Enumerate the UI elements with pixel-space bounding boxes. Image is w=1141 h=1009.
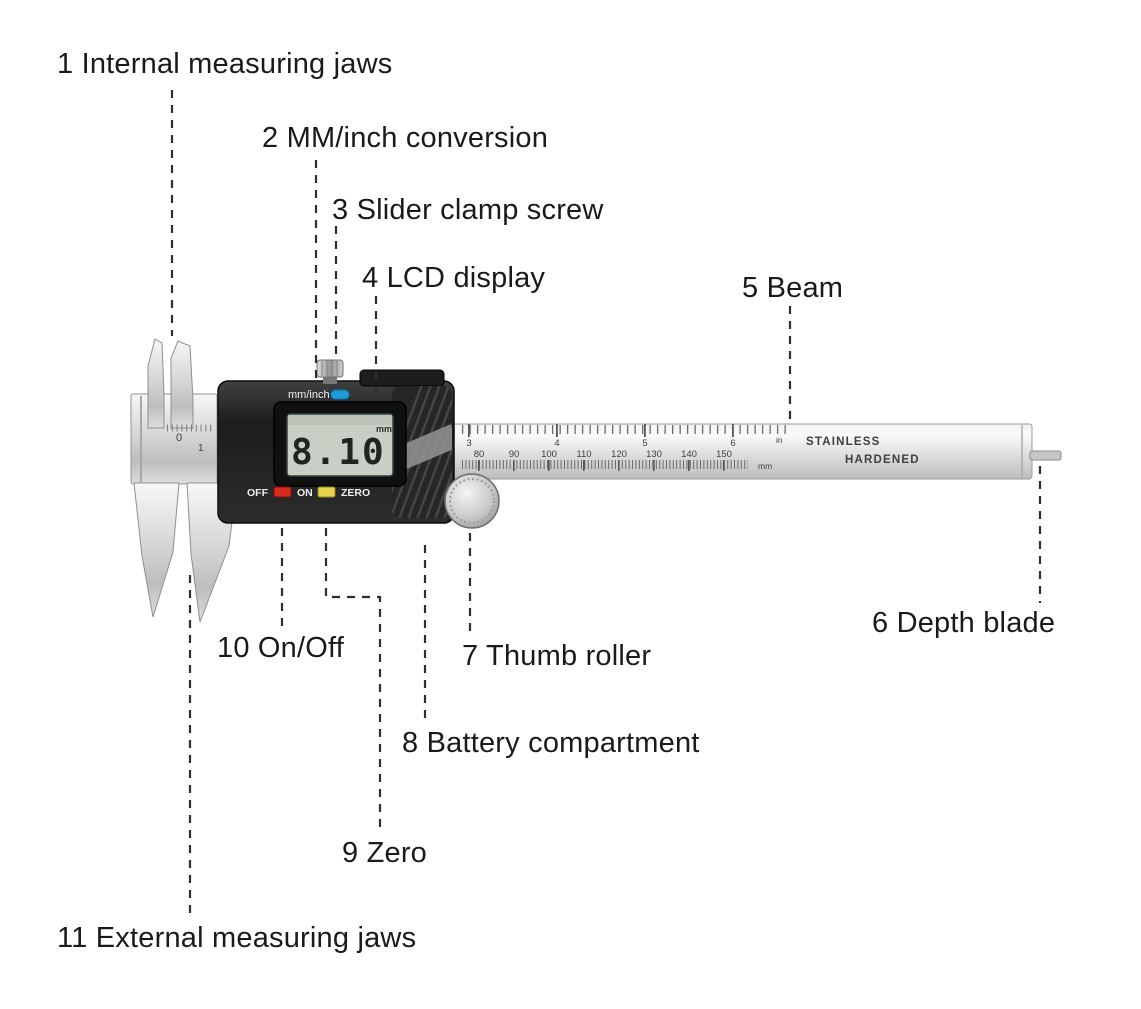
part-label-beam: 5 Beam xyxy=(742,272,844,304)
beam-engraving: STAINLESS HARDENED xyxy=(806,436,920,466)
depth-blade xyxy=(1029,450,1062,461)
internal-measuring-jaws xyxy=(147,338,194,429)
mm-number: 80 xyxy=(474,449,485,460)
vernier-scale: 0 1 xyxy=(167,424,214,454)
leader-line-9 xyxy=(324,528,382,833)
mm-unit: mm xyxy=(758,461,772,471)
mm-number: 140 xyxy=(681,449,697,460)
mode-label: mm/inch xyxy=(288,389,330,401)
mm-number: 130 xyxy=(646,449,662,460)
mm-number: 110 xyxy=(576,449,591,460)
zero-button xyxy=(317,486,336,498)
vernier-number-1: 1 xyxy=(198,443,204,454)
lcd-unit: mm xyxy=(376,424,392,434)
mm-number: 120 xyxy=(611,449,627,460)
leader-lines xyxy=(170,90,1042,917)
mm-inch-conversion: mm/inch xyxy=(288,389,350,401)
part-label-lcd-display: 4 LCD display xyxy=(362,262,546,294)
slider-clamp-screw xyxy=(316,359,344,384)
engraving-stainless: STAINLESS xyxy=(806,436,880,448)
part-label-internal-jaws: 1 Internal measuring jaws xyxy=(57,48,393,80)
part-label-battery: 8 Battery compartment xyxy=(402,727,700,759)
thumb-roller xyxy=(444,473,500,529)
inch-number: 6 xyxy=(730,438,735,449)
inch-number: 5 xyxy=(642,438,647,449)
mm-scale: 80 90 100 110 120 130 140 150 mm xyxy=(462,449,772,471)
part-label-thumb-roller: 7 Thumb roller xyxy=(462,640,652,672)
part-label-depth-blade: 6 Depth blade xyxy=(872,607,1056,639)
on-off-button xyxy=(273,486,292,498)
inch-number: 3 xyxy=(466,438,471,449)
zero-label: ZERO xyxy=(341,487,370,499)
vernier-number-0: 0 xyxy=(176,432,182,444)
inch-number: 4 xyxy=(554,438,559,449)
lcd-value: 8.10 xyxy=(291,432,386,473)
mode-switch-button xyxy=(330,389,350,400)
on-label: ON xyxy=(297,487,313,499)
button-row: OFF ON ZERO xyxy=(247,486,370,499)
part-label-mm-inch: 2 MM/inch conversion xyxy=(262,122,549,154)
inch-scale: 3 4 5 6 in xyxy=(462,424,786,449)
lcd-display: 8.10 mm xyxy=(273,401,407,487)
part-label-on-off: 10 On/Off xyxy=(217,632,345,664)
part-label-zero: 9 Zero xyxy=(342,837,428,869)
mm-number: 90 xyxy=(509,449,520,460)
mm-number: 150 xyxy=(716,449,732,460)
inch-unit: in xyxy=(776,435,783,445)
part-label-clamp-screw: 3 Slider clamp screw xyxy=(332,194,604,226)
off-label: OFF xyxy=(247,487,269,499)
part-label-external-jaws: 11 External measuring jaws xyxy=(57,922,417,954)
engraving-hardened: HARDENED xyxy=(845,454,920,466)
mm-number: 100 xyxy=(541,449,557,460)
